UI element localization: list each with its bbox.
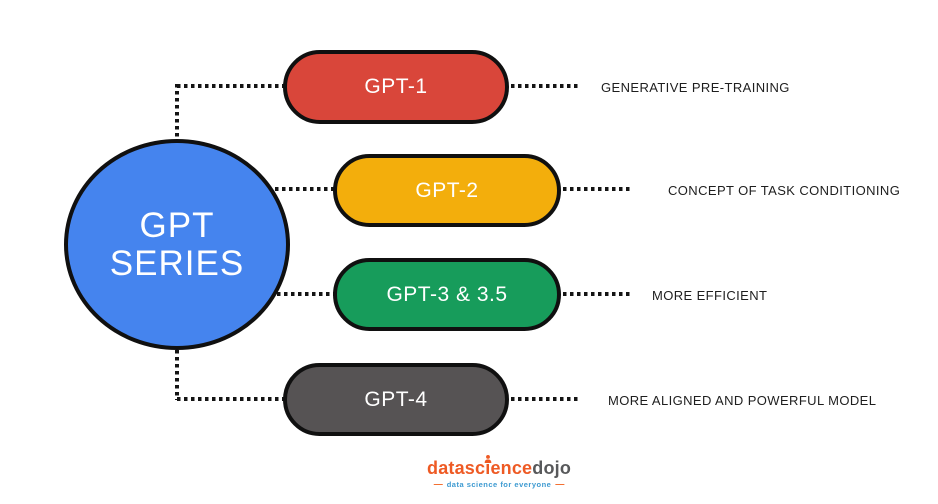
connector-gpt4-horizontal: [177, 397, 289, 401]
connector-gpt1-vertical: [175, 84, 179, 142]
node-gpt3-label: GPT-3 & 3.5: [386, 282, 508, 306]
connector-gpt2-to-label: [563, 187, 631, 191]
node-gpt2: GPT-2: [333, 154, 561, 227]
node-gpt1: GPT-1: [283, 50, 509, 124]
node-gpt4: GPT-4: [283, 363, 509, 436]
description-gpt1: GENERATIVE PRE-TRAINING: [601, 80, 790, 95]
logo-letter-i: ı: [484, 455, 492, 479]
connector-gpt1-horizontal: [177, 84, 289, 88]
description-gpt2: CONCEPT OF TASK CONDITIONING: [668, 183, 901, 198]
logo-text-dojo: dojo: [532, 458, 572, 478]
connector-gpt3-horizontal: [270, 292, 334, 296]
logo-text-datasc: datasc: [427, 458, 486, 478]
tagline-dash-left: —: [433, 478, 443, 489]
tagline-dash-right: —: [555, 478, 565, 489]
description-gpt4: MORE ALIGNED AND POWERFUL MODEL: [608, 393, 877, 408]
ninja-person-icon: [484, 455, 492, 463]
connector-gpt1-to-label: [511, 84, 579, 88]
center-node-title-line2: SERIES: [109, 243, 245, 283]
connector-gpt4-to-label: [511, 397, 579, 401]
description-gpt3: MORE EFFICIENT: [652, 288, 768, 303]
node-gpt4-label: GPT-4: [364, 387, 428, 411]
center-node-title-line1: GPT: [139, 206, 215, 246]
node-gpt1-label: GPT-1: [364, 75, 428, 98]
node-gpt2-label: GPT-2: [415, 178, 479, 202]
center-node-gpt-series: GPT SERIES: [64, 139, 290, 350]
connector-gpt2-horizontal: [268, 187, 334, 191]
logo-tagline: — data science for everyone —: [433, 478, 565, 489]
connector-gpt4-vertical: [175, 350, 179, 400]
connector-gpt3-to-label: [563, 292, 631, 296]
logo-i-glyph: ı: [485, 458, 491, 478]
logo-text-ence: ence: [490, 458, 533, 478]
node-gpt3: GPT-3 & 3.5: [333, 258, 561, 331]
tagline-text: data science for everyone: [446, 479, 552, 489]
